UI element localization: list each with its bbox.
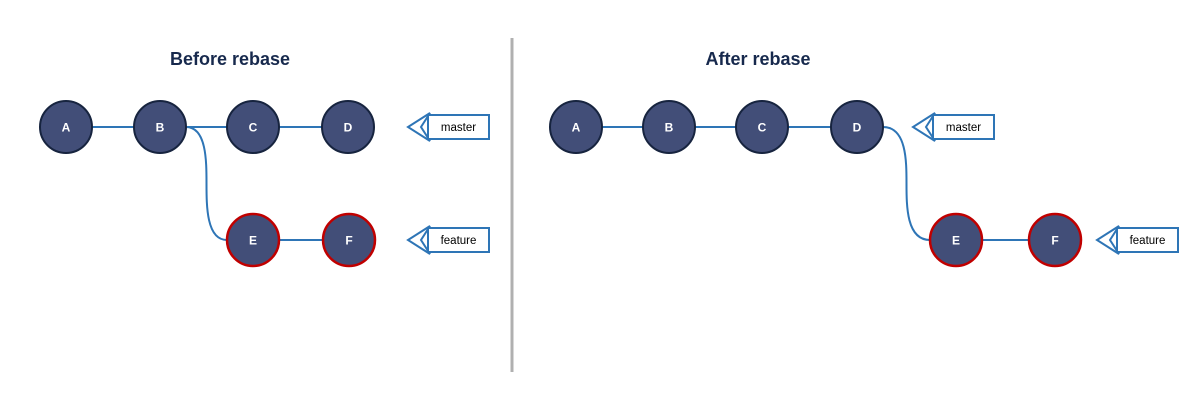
panel-title: Before rebase [170,49,290,69]
branch-curve [185,126,228,241]
commit-node-highlighted [321,212,377,268]
branch-tag-label: feature [441,235,477,247]
branch-tag-arrow-icon [406,225,431,255]
commit-node [735,100,789,154]
commit-node [321,100,375,154]
commit-node-label: E [952,234,960,248]
commit-node [642,100,696,154]
commit-node-label: B [665,121,674,135]
branch-tag-label: master [441,122,476,134]
commit-node-highlighted [928,212,984,268]
commit-node-label: D [853,121,862,135]
commit-node-label: B [156,121,165,135]
commit-node [133,100,187,154]
commit-node-label: A [62,121,71,135]
commit-node [226,100,280,154]
branch-curve [882,126,931,241]
commit-node-label: F [345,234,352,248]
branch-tag-label: master [946,122,981,134]
branch-tag-body [932,114,995,140]
commit-node-label: C [249,121,258,135]
commit-node-highlighted [1027,212,1083,268]
branch-tag-arrow-icon [406,112,431,142]
branch-tag-body [427,114,490,140]
commit-node [830,100,884,154]
commit-node-label: C [758,121,767,135]
commit-node [39,100,93,154]
branch-tag-arrow-icon [1095,225,1120,255]
commit-node-highlighted [225,212,281,268]
commit-node-label: F [1051,234,1058,248]
branch-tag-body [427,227,490,253]
commit-node-label: E [249,234,257,248]
panel-title: After rebase [705,49,810,69]
branch-tag-label: feature [1130,235,1166,247]
branch-tag-body [1116,227,1179,253]
commit-node [549,100,603,154]
commit-node-label: A [572,121,581,135]
commit-node-label: D [344,121,353,135]
branch-tag-arrow-icon [911,112,936,142]
